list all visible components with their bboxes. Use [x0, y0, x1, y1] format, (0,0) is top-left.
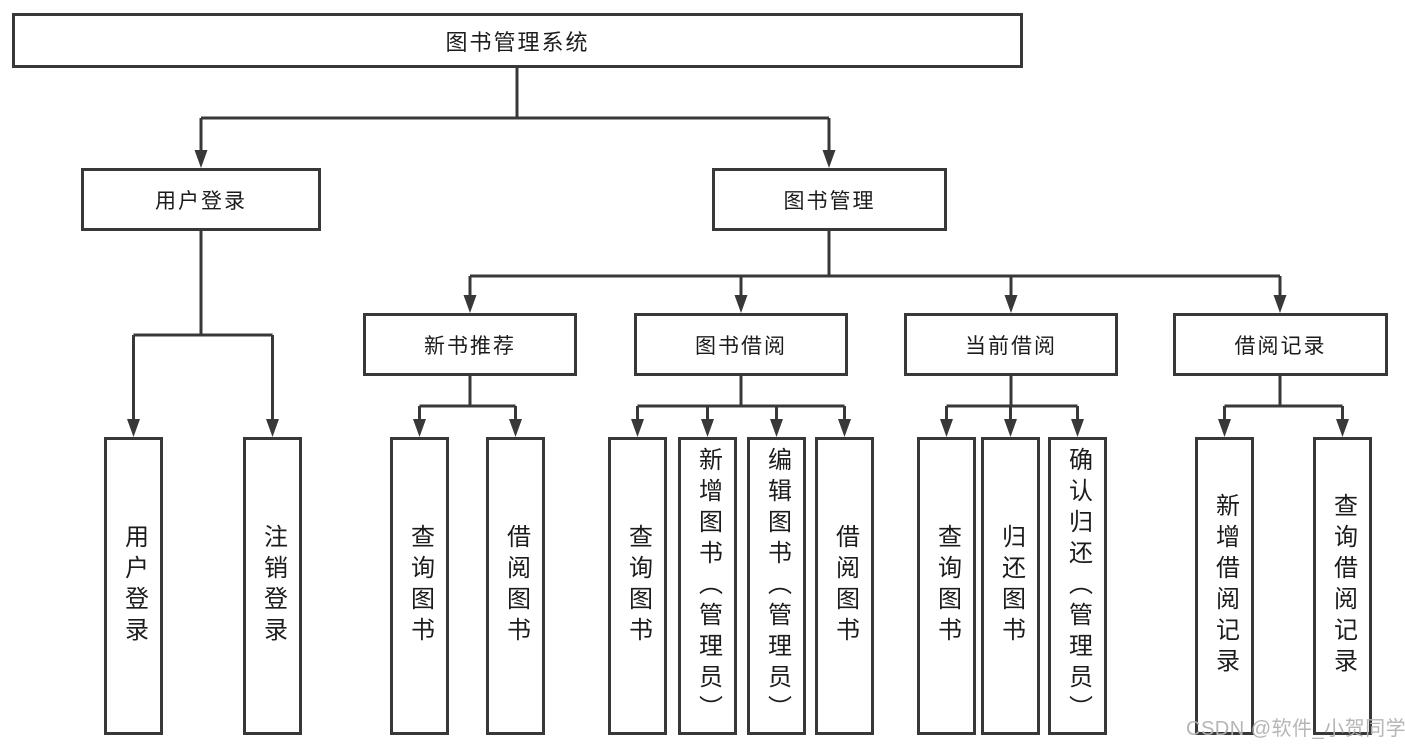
- leaf-borrow-query-books: 查询图书: [608, 437, 667, 735]
- leaf-edit-books-admin-label: 编辑图书（管理员）: [763, 446, 791, 726]
- csdn-watermark: CSDN @软件_小贺同学: [1186, 718, 1405, 740]
- leaf-edit-books-admin: 编辑图书（管理员）: [747, 437, 806, 735]
- node-user-login: 用户登录: [81, 168, 321, 231]
- leaf-recommend-query-books: 查询图书: [390, 437, 449, 735]
- node-borrow-records: 借阅记录: [1173, 313, 1388, 376]
- node-current-borrow-label: 当前借阅: [965, 334, 1057, 358]
- leaf-logout: 注销登录: [243, 437, 302, 735]
- node-borrow-records-label: 借阅记录: [1234, 334, 1327, 358]
- node-root-system: 图书管理系统: [12, 13, 1023, 68]
- leaf-add-borrow-record: 新增借阅记录: [1195, 437, 1254, 735]
- leaf-current-query-books-label: 查询图书: [933, 524, 961, 648]
- leaf-recommend-borrow-books: 借阅图书: [486, 437, 545, 735]
- node-book-management: 图书管理: [712, 168, 947, 231]
- leaf-logout-label: 注销登录: [259, 524, 287, 648]
- node-book-borrow: 图书借阅: [634, 313, 848, 376]
- leaf-return-books-label: 归还图书: [997, 524, 1025, 648]
- leaf-user-login: 用户登录: [104, 437, 163, 735]
- node-new-book-recommend-label: 新书推荐: [424, 334, 516, 358]
- leaf-confirm-return-admin-label: 确认归还（管理员）: [1064, 446, 1092, 726]
- leaf-recommend-query-books-label: 查询图书: [406, 524, 434, 648]
- leaf-confirm-return-admin: 确认归还（管理员）: [1048, 437, 1107, 735]
- leaf-borrow-books: 借阅图书: [815, 437, 874, 735]
- node-book-management-label: 图书管理: [783, 189, 876, 213]
- leaf-current-query-books: 查询图书: [917, 437, 976, 735]
- node-user-login-label: 用户登录: [155, 189, 247, 213]
- leaf-add-books-admin: 新增图书（管理员）: [678, 437, 737, 735]
- leaf-borrow-books-label: 借阅图书: [831, 524, 859, 648]
- node-new-book-recommend: 新书推荐: [363, 313, 577, 376]
- arrowhead-icons: [127, 150, 1349, 437]
- leaf-query-borrow-record-label: 查询借阅记录: [1329, 493, 1357, 679]
- leaf-user-login-label: 用户登录: [120, 524, 148, 648]
- leaf-recommend-borrow-books-label: 借阅图书: [502, 524, 530, 648]
- leaf-add-borrow-record-label: 新增借阅记录: [1211, 493, 1239, 679]
- leaf-borrow-query-books-label: 查询图书: [624, 524, 652, 648]
- leaf-add-books-admin-label: 新增图书（管理员）: [694, 446, 722, 726]
- node-current-borrow: 当前借阅: [904, 313, 1118, 376]
- node-book-borrow-label: 图书借阅: [695, 334, 787, 358]
- node-root-label: 图书管理系统: [445, 29, 590, 55]
- leaf-query-borrow-record: 查询借阅记录: [1313, 437, 1372, 735]
- leaf-return-books: 归还图书: [981, 437, 1040, 735]
